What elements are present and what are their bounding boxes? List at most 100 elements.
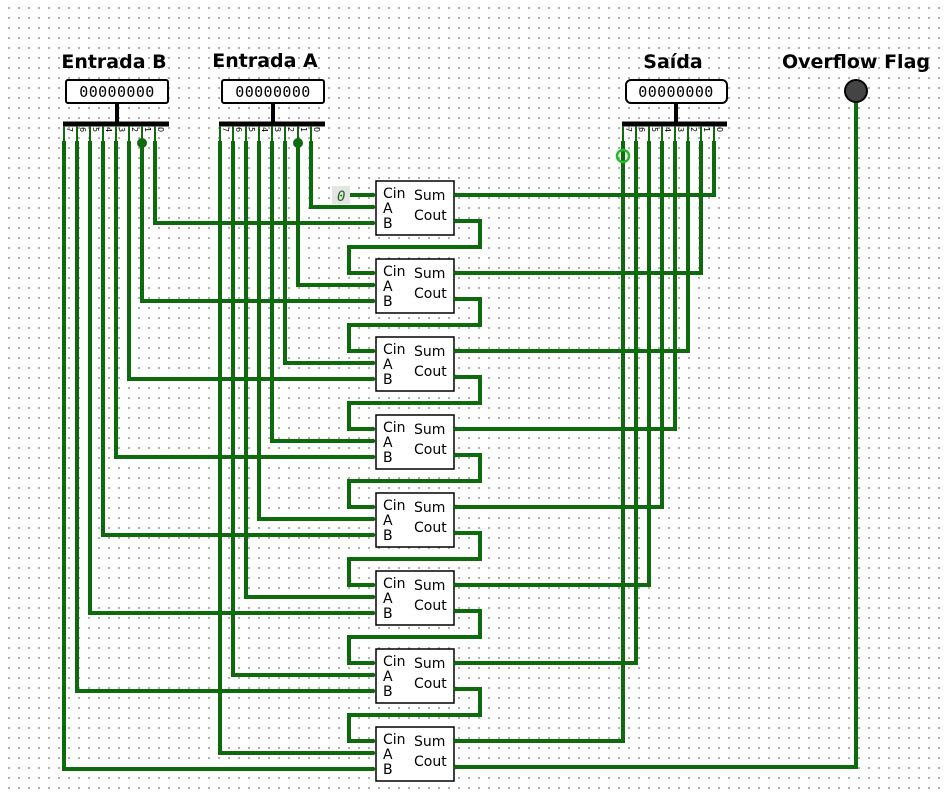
wires-layer [62,100,858,771]
wire-input-a-bit5 [244,141,374,599]
port-dot [370,738,376,744]
port-dot [370,750,376,756]
bit-number: 0 [312,127,321,132]
wire-input-b-bit6 [75,141,374,693]
port-dot [370,192,376,198]
bit-number: 6 [637,127,646,132]
bit-number: 4 [260,127,269,132]
port-dot [370,688,376,694]
bit-number: 7 [65,127,74,132]
port-sum: Sum [414,266,445,282]
port-dot [370,516,376,522]
port-dot [453,530,459,536]
input-a-value: 00000000 [235,83,310,101]
bit-number: 3 [676,127,685,132]
port-dot [370,594,376,600]
port-sum: Sum [414,578,445,594]
port-a: A [383,747,393,763]
bit-number: 7 [624,127,633,132]
port-a: A [383,591,393,607]
port-cout: Cout [414,676,447,692]
port-dot [453,452,459,458]
port-cin: Cin [383,264,406,280]
input-a-label: Entrada A [212,50,318,72]
wire-input-b-bit7 [62,141,374,771]
bit-number: 2 [689,127,698,132]
bit-number: 1 [702,127,711,132]
wire-carry-4 [347,531,482,587]
input-b-label: Entrada B [61,51,166,73]
overflow-flag-label: Overflow Flag [782,51,930,73]
input-b-pin[interactable]: 00000000 [65,79,169,104]
bit-number: 5 [247,127,256,132]
port-b: B [383,762,393,778]
port-dot [453,426,459,432]
port-dot [370,610,376,616]
wire-input-b-bit3 [114,141,374,459]
junction-dot [293,138,303,148]
port-dot [370,532,376,538]
output-value: 00000000 [638,83,713,101]
wire-input-b-bit1 [140,141,374,303]
bit-number: 6 [78,127,87,132]
bit-number: 5 [91,127,100,132]
bit-number: 1 [143,127,152,132]
bit-number: 3 [273,127,282,132]
port-sum: Sum [414,188,445,204]
wire-sum-bit0 [456,141,716,197]
wire-input-a-bit4 [257,141,374,521]
port-b: B [383,684,393,700]
wire-input-b-bit5 [88,141,374,615]
port-dot [453,296,459,302]
port-dot [453,504,459,510]
port-dot [370,348,376,354]
port-cout: Cout [414,364,447,380]
port-b: B [383,294,393,310]
bit-number: 5 [650,127,659,132]
wire-sum-bit4 [456,141,664,509]
bit-number: 2 [130,127,139,132]
port-sum: Sum [414,656,445,672]
port-dot [453,218,459,224]
wire-carry-0 [347,219,482,275]
port-dot [453,192,459,198]
port-dot [370,504,376,510]
wire-input-a-bit3 [270,141,374,443]
wire-sum-bit3 [456,141,677,431]
port-dot [453,738,459,744]
port-b: B [383,450,393,466]
bit-number: 0 [715,127,724,132]
port-sum: Sum [414,734,445,750]
port-dot [453,608,459,614]
port-sum: Sum [414,500,445,516]
wire-sum-bit7 [456,141,625,743]
port-sum: Sum [414,422,445,438]
port-a: A [383,357,393,373]
wire-input-b-bit0 [153,141,374,225]
port-cout: Cout [414,208,447,224]
wire-input-a-bit6 [231,141,374,677]
constant-zero[interactable]: 0 [332,186,350,205]
port-dot [453,270,459,276]
port-a: A [383,513,393,529]
wire-carry-6 [347,687,482,743]
port-a: A [383,201,393,217]
port-cout: Cout [414,442,447,458]
port-cin: Cin [383,576,406,592]
port-dot [370,270,376,276]
port-b: B [383,216,393,232]
port-dot [370,766,376,772]
bit-number: 3 [117,127,126,132]
input-a-pin[interactable]: 00000000 [221,79,325,104]
